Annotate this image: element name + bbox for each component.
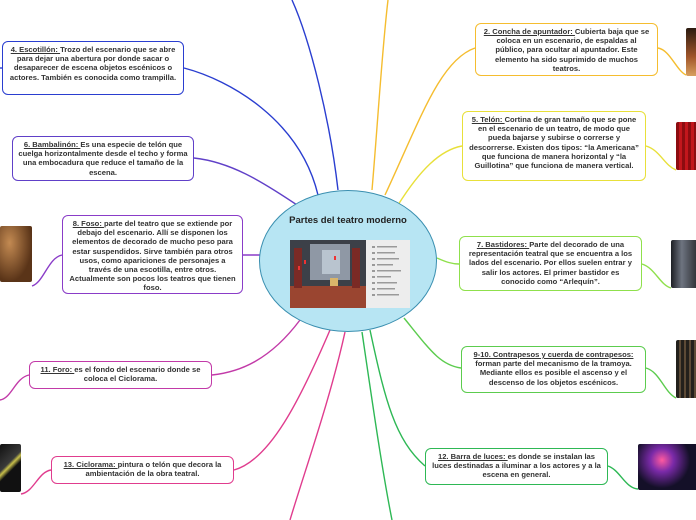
topic-foro[interactable]: 11. Foro: es el fondo del escenario dond… — [29, 361, 212, 389]
photo-telon — [676, 122, 696, 170]
topic-title: 9-10. Contrapesos y cuerda de contrapeso… — [473, 350, 634, 359]
connector-telon — [397, 145, 463, 206]
connector-contrapesos — [645, 367, 677, 399]
connector-ciclorama — [20, 469, 52, 495]
connector-telon — [645, 145, 677, 171]
topic-text: Cubierta baja que se coloca en un escena… — [494, 27, 650, 73]
topic-contrapesos[interactable]: 9-10. Contrapesos y cuerda de contrapeso… — [461, 346, 646, 393]
topic-title: 11. Foro: — [40, 365, 75, 374]
central-topic-title: Partes del teatro moderno — [289, 215, 407, 226]
photo-contrapesos — [676, 340, 696, 398]
connector-offscreen-3 — [361, 331, 393, 520]
photo-bastidores — [671, 240, 696, 288]
topic-title: 2. Concha de apuntador: — [483, 27, 575, 36]
topic-text: es el fondo del escenario donde se coloc… — [74, 365, 201, 384]
connector-barra — [369, 329, 426, 467]
topic-text: es donde se instalan las luces destinada… — [432, 452, 601, 480]
topic-text: Trozo del escenario que se abre para dej… — [9, 45, 177, 82]
connector-escotillon — [183, 67, 319, 196]
theater-stage-image — [290, 240, 410, 308]
central-topic[interactable]: Partes del teatro moderno — [259, 190, 437, 332]
topic-escotillon[interactable]: 4. Escotillón: Trozo del escenario que s… — [2, 41, 184, 95]
photo-barra-de-luces — [638, 444, 696, 490]
connector-bambalinon — [193, 157, 301, 208]
topic-title: 13. Ciclorama: — [63, 460, 118, 469]
photo-foso — [0, 226, 32, 282]
topic-text: Parte del decorado de una representación… — [468, 240, 633, 286]
topic-title: 4. Escotillón: — [10, 45, 61, 54]
topic-text: Es una especie de telón que cuelga horiz… — [18, 140, 188, 177]
connector-contrapesos — [403, 317, 462, 369]
connector-ciclorama — [233, 329, 331, 471]
connector-bastidores — [641, 263, 672, 289]
topic-concha-de-apuntador[interactable]: 2. Concha de apuntador: Cubierta baja qu… — [475, 23, 658, 76]
topic-foso[interactable]: 8. Foso: parte del teatro que se extiend… — [62, 215, 243, 294]
topic-text: forman parte del mecanismo de la tramoya… — [475, 359, 632, 387]
connector-foso — [31, 254, 63, 287]
topic-bastidores[interactable]: 7. Bastidores: Parte del decorado de una… — [459, 236, 642, 291]
topic-title: 12. Barra de luces: — [437, 452, 508, 461]
photo-ciclorama — [0, 444, 21, 492]
topic-text: parte del teatro que se extiende por deb… — [69, 219, 236, 293]
connector-concha — [657, 47, 687, 76]
connector-offscreen-2 — [289, 331, 346, 520]
connector-foro — [0, 374, 30, 401]
connector-barra — [607, 465, 639, 490]
topic-bambalinon[interactable]: 6. Bambalinón: Es una especie de telón q… — [12, 136, 194, 181]
connector-offscreen-0 — [291, 0, 339, 191]
topic-title: 8. Foso: — [72, 219, 104, 228]
connector-foro — [211, 319, 301, 376]
connector-offscreen-1 — [371, 0, 389, 191]
connector-bastidores — [436, 257, 460, 265]
topic-text: Cortina de gran tamaño que se pone en el… — [469, 115, 639, 171]
topic-title: 5. Telón: — [471, 115, 505, 124]
topic-title: 7. Bastidores: — [476, 240, 530, 249]
topic-barra-de-luces[interactable]: 12. Barra de luces: es donde se instalan… — [425, 448, 608, 485]
connector-concha — [384, 47, 476, 196]
topic-telon[interactable]: 5. Telón: Cortina de gran tamaño que se … — [462, 111, 646, 181]
photo-concha — [686, 28, 696, 76]
topic-title: 6. Bambalinón: — [23, 140, 81, 149]
topic-text: pintura o telón que decora la ambientaci… — [85, 460, 222, 479]
topic-ciclorama[interactable]: 13. Ciclorama: pintura o telón que decor… — [51, 456, 234, 484]
